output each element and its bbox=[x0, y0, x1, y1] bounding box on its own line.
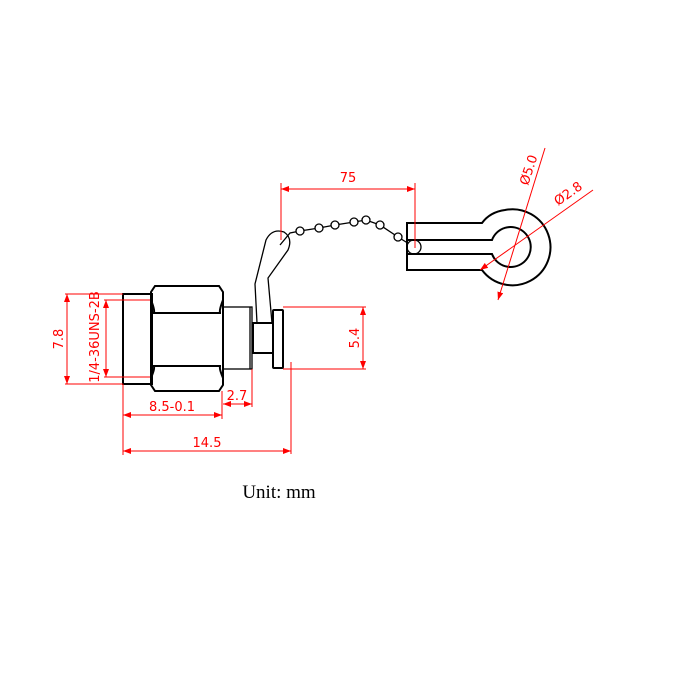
dim-label-total: 14.5 bbox=[193, 436, 222, 451]
dim-label-cap: 5.4 bbox=[348, 328, 363, 349]
dim-label-thread: 1/4-36UNS-2B bbox=[88, 291, 103, 383]
hex-nut bbox=[150, 285, 224, 392]
hex-nut-faces bbox=[150, 299, 224, 379]
dimension-hex-7-8: 7.8 bbox=[52, 293, 123, 385]
chain-beads bbox=[295, 215, 422, 255]
ring-tab bbox=[406, 208, 552, 287]
cap-neck bbox=[252, 322, 274, 354]
dim-label-ring-inner: Ø2.8 bbox=[552, 179, 586, 209]
dust-cap-chain bbox=[254, 208, 552, 324]
dim-label-75: 75 bbox=[340, 171, 357, 186]
dimension-cap-5-4: 5.4 bbox=[283, 306, 366, 370]
dimension-sleeve-2-7: 2.7 bbox=[221, 369, 253, 419]
dimension-thread: 1/4-36UNS-2B bbox=[88, 291, 150, 383]
dimension-ring-inner: Ø2.8 bbox=[479, 179, 594, 271]
dimension-total-14-5: 14.5 bbox=[123, 362, 292, 454]
dimension-nut-8-5: 8.5-0.1 bbox=[122, 384, 222, 455]
dim-label-hex: 7.8 bbox=[52, 329, 67, 350]
dimension-ring-outer: Ø5.0 bbox=[497, 147, 546, 301]
connector-body bbox=[122, 285, 284, 392]
dim-label-sleeve: 2.7 bbox=[227, 389, 248, 404]
unit-label: Unit: mm bbox=[242, 482, 316, 503]
knurled-body bbox=[122, 293, 153, 385]
dim-label-nut: 8.5-0.1 bbox=[149, 400, 195, 415]
dimension-chain-75: 75 bbox=[280, 171, 416, 248]
cap-strap bbox=[254, 230, 291, 324]
ring-slot bbox=[407, 226, 532, 268]
cap-disc bbox=[272, 309, 284, 369]
sleeve bbox=[222, 306, 253, 370]
